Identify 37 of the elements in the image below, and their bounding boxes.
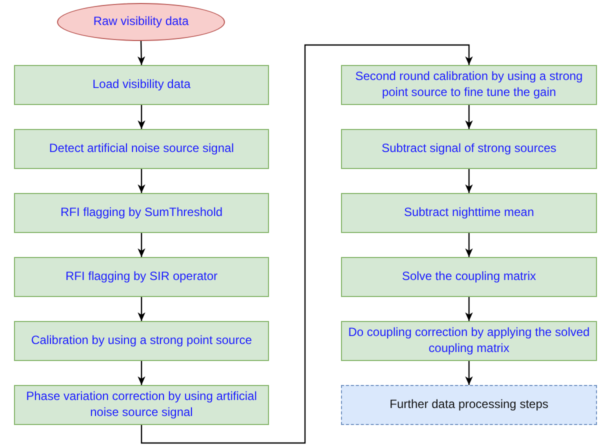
- step-label: Solve the coupling matrix: [402, 269, 536, 285]
- arrow: [465, 169, 473, 193]
- step-label: Second round calibration by using a strong point source to fine tune the gain: [354, 69, 584, 101]
- arrow: [137, 40, 146, 66]
- process-box: [14, 385, 269, 425]
- process-box: [14, 65, 269, 105]
- arrow: [138, 297, 146, 321]
- step-label: Calibration by using a strong point source: [31, 333, 252, 349]
- step-label: Do coupling correction by applying the solved coupling matrix: [347, 325, 591, 357]
- process-box: [14, 321, 269, 361]
- process-box: [341, 385, 597, 425]
- arrow: [465, 233, 473, 257]
- process-box: [14, 193, 269, 233]
- step-label: Raw visibility data: [93, 14, 189, 30]
- process-box: [14, 129, 269, 169]
- step-label: RFI flagging by SIR operator: [65, 269, 218, 285]
- process-box: [14, 257, 269, 297]
- step-label: Phase variation correction by using artificial noise source signal: [25, 389, 258, 421]
- arrow: [465, 361, 473, 385]
- step-label: Subtract signal of strong sources: [382, 141, 556, 157]
- arrow: [138, 169, 146, 193]
- arrow: [138, 361, 146, 385]
- arrow: [465, 105, 473, 129]
- step-label: Load visibility data: [92, 77, 191, 93]
- process-box: [341, 257, 597, 297]
- step-label: Further data processing steps: [390, 397, 548, 413]
- process-box: [341, 321, 597, 361]
- process-box: [341, 193, 597, 233]
- process-box: [341, 129, 597, 169]
- step-label: Detect artificial noise source signal: [49, 141, 234, 157]
- arrow: [140, 44, 473, 444]
- process-box: [341, 65, 597, 105]
- arrow: [138, 105, 146, 129]
- step-label: RFI flagging by SumThreshold: [60, 205, 223, 221]
- arrow: [465, 297, 473, 321]
- arrow: [138, 233, 146, 257]
- step-label: Subtract nighttime mean: [404, 205, 534, 221]
